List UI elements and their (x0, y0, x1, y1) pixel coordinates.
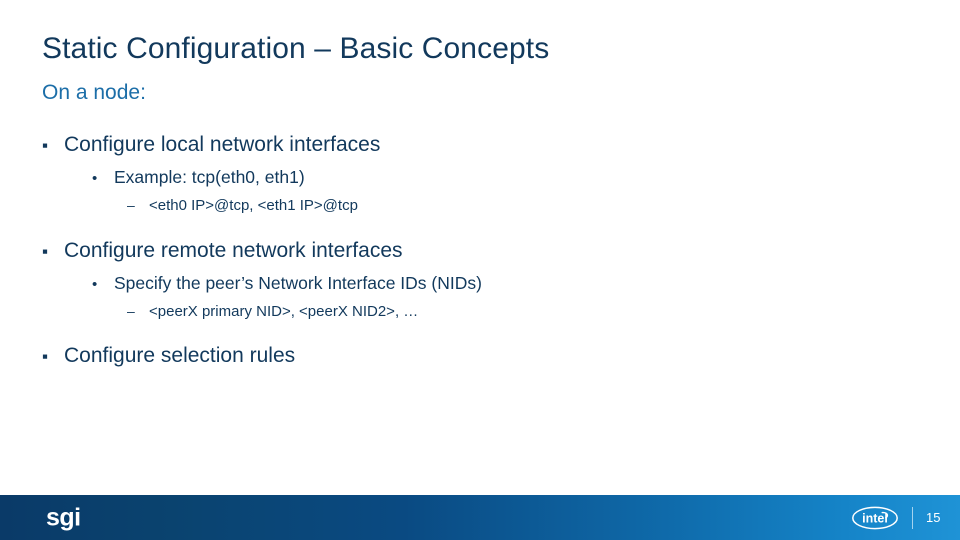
list-item-label: Configure remote network interfaces (64, 239, 403, 262)
list-item: – <eth0 IP>@tcp, <eth1 IP>@tcp (42, 193, 920, 218)
sgi-logo: sgi (46, 503, 81, 531)
list-item-label: Configure selection rules (64, 344, 296, 367)
intel-logo: intel (851, 505, 899, 531)
list-item-label: Example: tcp(eth0, eth1) (114, 167, 305, 187)
list-item: ▪ Configure selection rules (42, 341, 920, 371)
list-item: • Specify the peer’s Network Interface I… (42, 270, 920, 298)
list-item: • Example: tcp(eth0, eth1) (42, 164, 920, 192)
page-title: Static Configuration – Basic Concepts (42, 32, 550, 65)
spacer (42, 325, 920, 341)
footer-divider (912, 506, 913, 529)
square-bullet-icon: ▪ (42, 242, 49, 261)
list-item: – <peerX primary NID>, <peerX NID2>, … (42, 299, 920, 324)
slide-subtitle: On a node: (42, 81, 146, 104)
list-item-label: <eth0 IP>@tcp, <eth1 IP>@tcp (149, 197, 358, 214)
square-bullet-icon: ▪ (42, 347, 49, 366)
spacer (42, 219, 920, 236)
svg-text:intel: intel (862, 511, 888, 525)
page-number: 15 (926, 510, 941, 525)
list-item-label: <peerX primary NID>, <peerX NID2>, … (149, 303, 419, 320)
footer-right-group: intel 15 (851, 505, 942, 531)
square-bullet-icon: ▪ (42, 136, 49, 155)
slide-footer: sgi intel 15 (0, 495, 960, 540)
list-item: ▪ Configure local network interfaces (42, 130, 920, 160)
dash-bullet-icon: – (127, 303, 135, 319)
list-item-label: Configure local network interfaces (64, 133, 381, 156)
round-bullet-icon: • (92, 170, 98, 187)
round-bullet-icon: • (92, 276, 98, 293)
bullet-list: ▪ Configure local network interfaces • E… (42, 130, 920, 375)
list-item: ▪ Configure remote network interfaces (42, 236, 920, 266)
list-item-label: Specify the peer’s Network Interface IDs… (114, 273, 482, 293)
title-block: Static Configuration – Basic Concepts On… (42, 30, 920, 106)
dash-bullet-icon: – (127, 197, 135, 213)
